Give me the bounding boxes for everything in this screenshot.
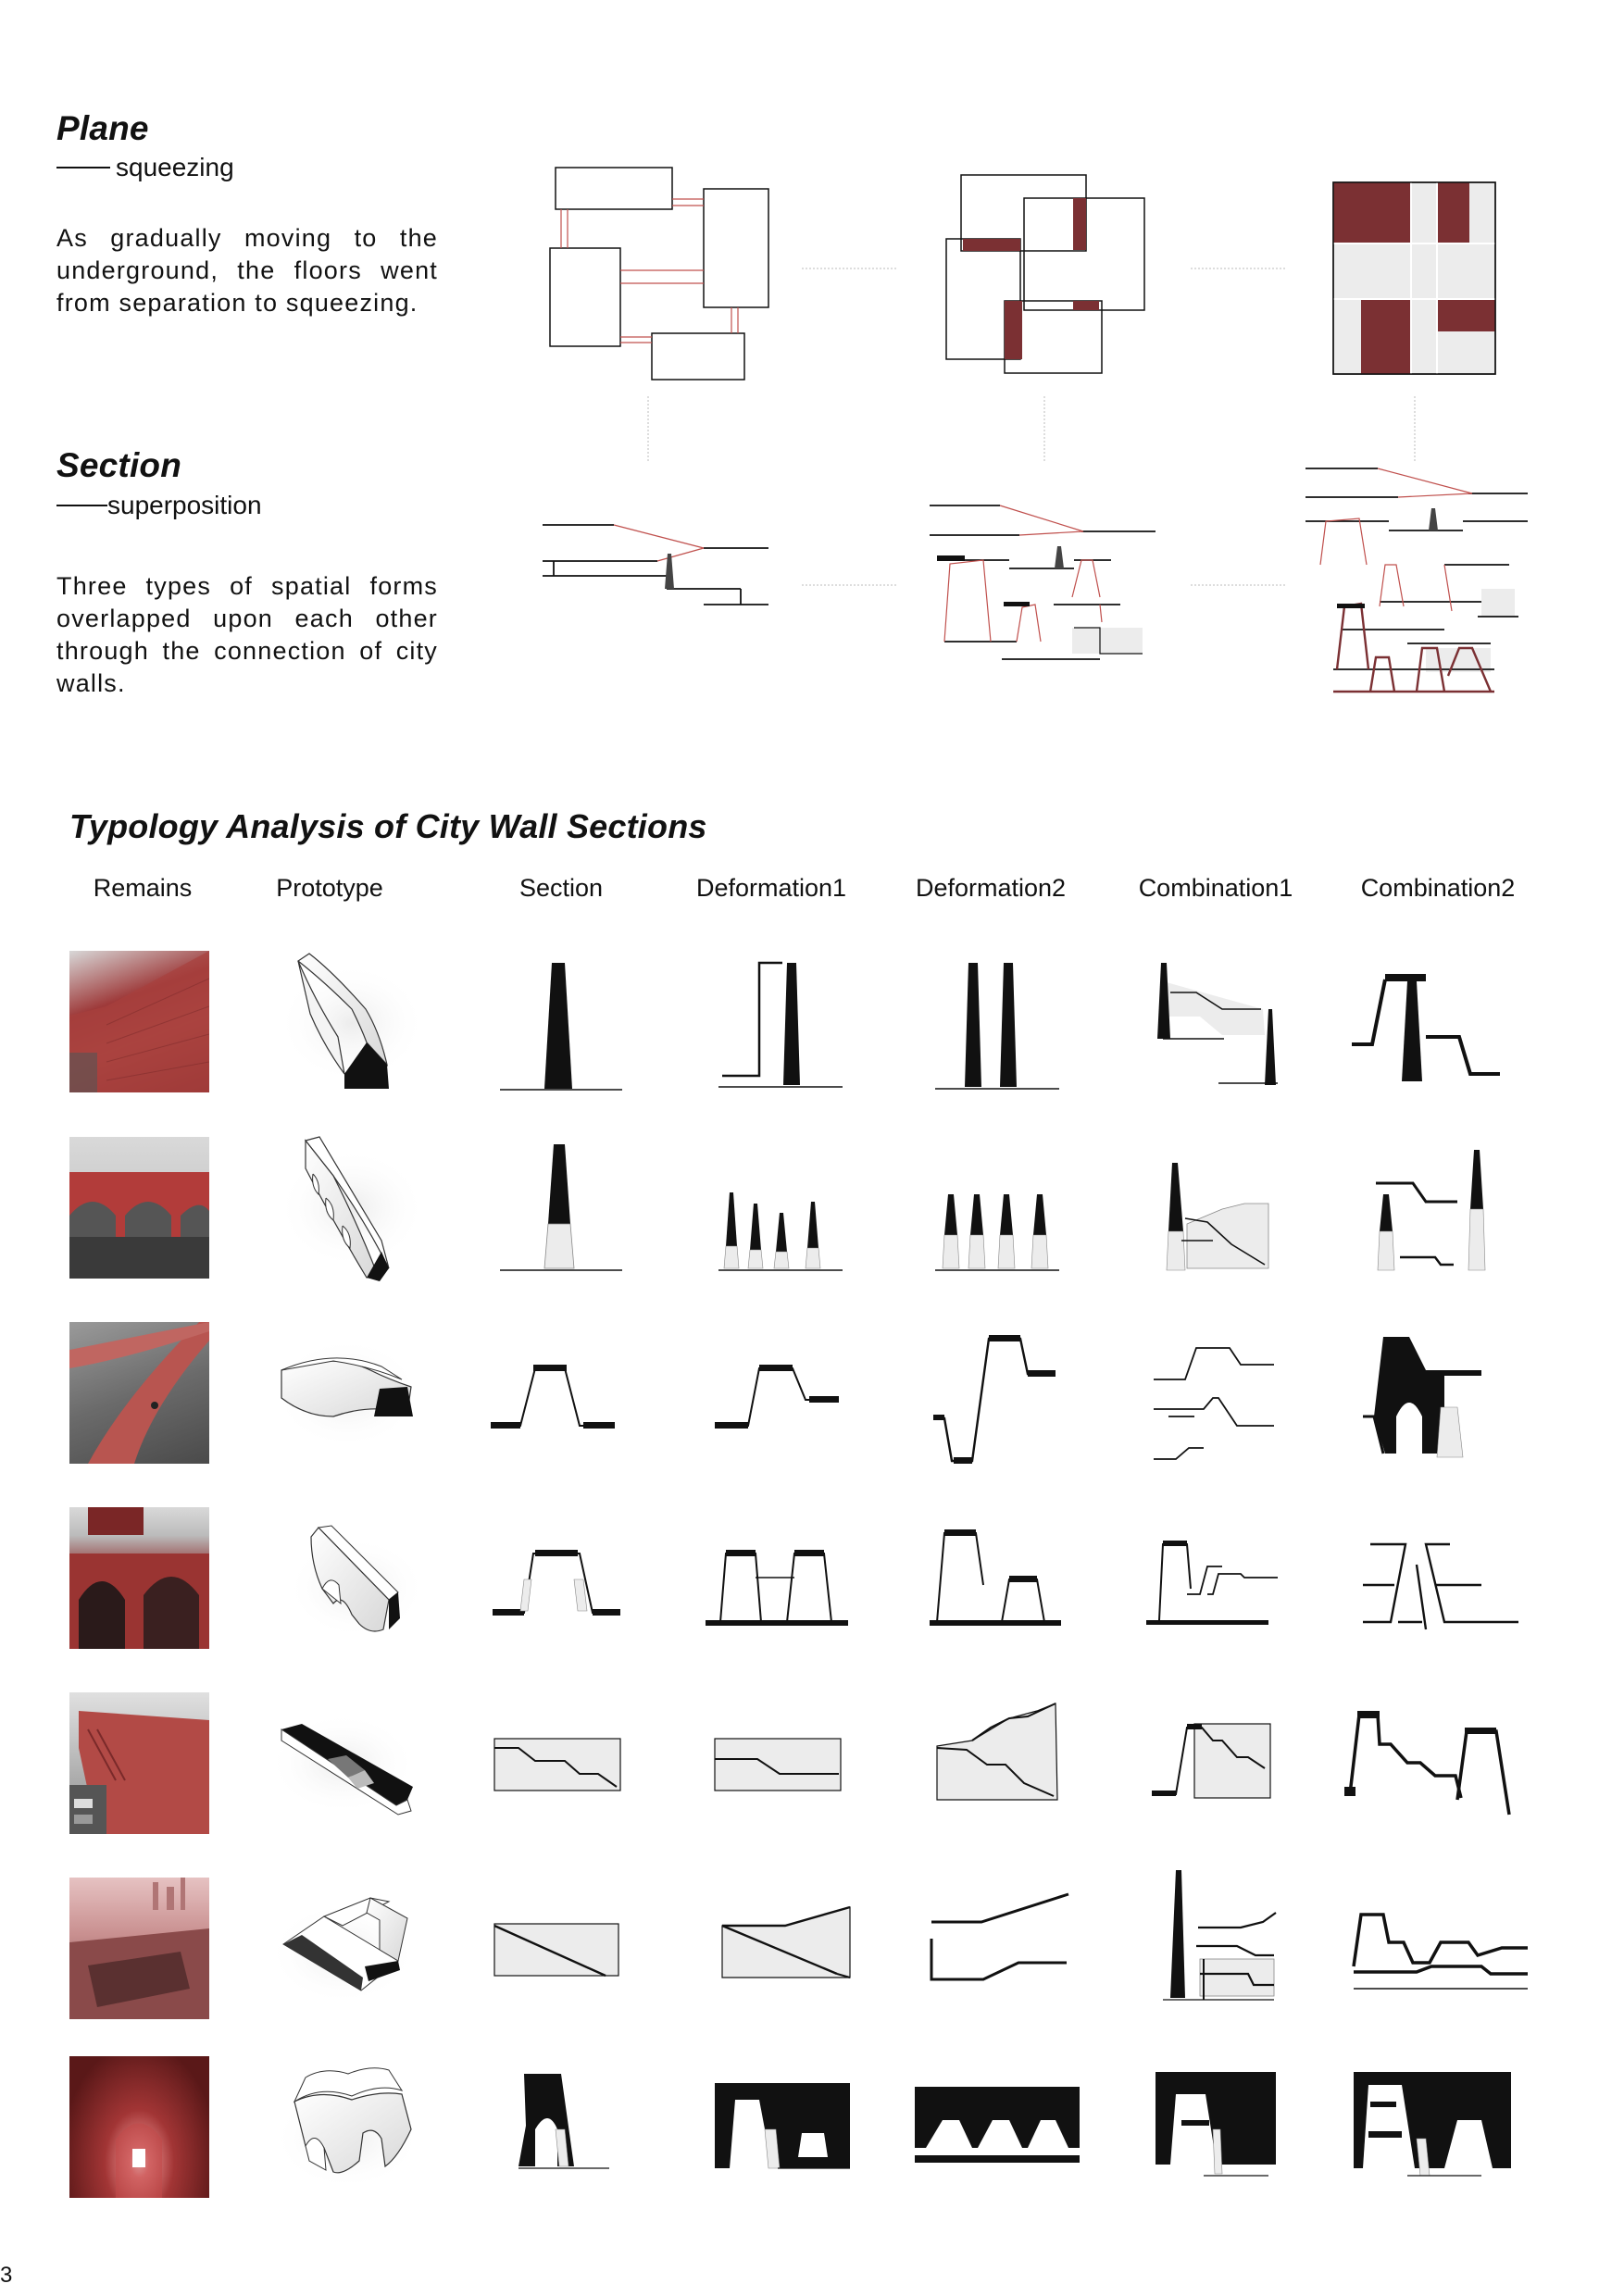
row-3	[273, 1335, 1481, 1464]
column-header-deformation1: Deformation1	[695, 874, 847, 902]
combination1-3	[1154, 1347, 1274, 1460]
prototype-4	[287, 1525, 426, 1639]
prototype-7	[273, 2067, 421, 2190]
prototype-2	[278, 1136, 426, 1281]
section-diagram-1	[543, 524, 768, 605]
prototype-5	[269, 1713, 417, 1816]
combination2-4	[1363, 1542, 1518, 1630]
column-header-section: Section	[518, 874, 604, 902]
deformation2-7	[915, 2087, 1080, 2163]
dash-line	[56, 167, 110, 168]
combination1-2	[1166, 1163, 1269, 1271]
deformation1-6	[721, 1905, 851, 1978]
plane-description: As gradually moving to the underground, …	[56, 224, 438, 317]
section-title: Section	[56, 446, 182, 484]
combination2-6	[1352, 1913, 1528, 1990]
deformation1-1	[718, 961, 843, 1088]
plane-section-diagrams	[543, 167, 1528, 693]
deformation2-6	[930, 1892, 1069, 1981]
plane-diagram-overlapping	[945, 174, 1145, 374]
remains-photo-path	[69, 1322, 209, 1464]
section-3	[491, 1365, 615, 1429]
deformation2-5	[936, 1703, 1058, 1801]
combination2-3	[1363, 1337, 1481, 1458]
combination1-6	[1163, 1870, 1277, 2001]
plane-diagram-separated	[549, 167, 769, 381]
remains-photo-tunnel	[69, 2056, 209, 2198]
row-5	[269, 1703, 1511, 1816]
remains-photo-gate	[69, 1507, 209, 1649]
combination1-4	[1146, 1541, 1278, 1625]
row-4	[287, 1525, 1518, 1639]
prototype-6	[269, 1897, 417, 2004]
plane-subtitle-text: squeezing	[116, 153, 234, 181]
section-2	[500, 1144, 622, 1271]
dash-line	[56, 505, 107, 506]
section-1	[500, 963, 622, 1091]
combination1-5	[1152, 1723, 1271, 1799]
deformation1-4	[706, 1550, 848, 1626]
deformation1-7	[715, 2083, 850, 2169]
row-2	[278, 1136, 1486, 1281]
section-5	[493, 1738, 621, 1791]
remains-photo-stairs	[69, 1692, 209, 1834]
page-number: 3	[0, 2263, 13, 2288]
column-header-remains: Remains	[93, 874, 193, 902]
section-4	[493, 1550, 620, 1616]
remains-photo-wall	[69, 951, 209, 1092]
row-6	[269, 1870, 1528, 2004]
deformation2-3	[933, 1335, 1056, 1464]
section-subtitle-text: superposition	[107, 491, 262, 519]
prototype-1	[278, 953, 426, 1089]
deformation2-2	[935, 1194, 1059, 1271]
section-diagram-2	[930, 505, 1156, 660]
deformation1-3	[715, 1365, 839, 1429]
combination2-1	[1352, 974, 1500, 1081]
section-subtitle: superposition	[56, 491, 262, 520]
section-diagram-3	[1305, 468, 1528, 693]
combination2-2	[1376, 1150, 1486, 1271]
row-7	[273, 2067, 1511, 2190]
combination1-7	[1156, 2072, 1276, 2177]
column-header-prototype: Prototype	[276, 874, 383, 902]
prototype-3	[273, 1338, 421, 1449]
section-7	[518, 2074, 609, 2169]
section-6	[493, 1923, 619, 1978]
deformation1-2	[718, 1192, 843, 1271]
combination1-1	[1157, 963, 1278, 1085]
plane-subtitle: squeezing	[56, 153, 234, 182]
plane-diagram-squeezed	[1332, 181, 1496, 375]
combination2-5	[1344, 1711, 1511, 1816]
remains-photo-arches	[69, 1137, 209, 1279]
deformation1-5	[714, 1738, 842, 1791]
column-header-deformation2: Deformation2	[915, 874, 1067, 902]
plane-title: Plane	[56, 109, 149, 147]
deformation2-1	[935, 963, 1059, 1090]
row-1	[278, 953, 1500, 1091]
combination2-7	[1354, 2072, 1511, 2177]
vertical-connectors	[647, 396, 1416, 463]
deformation2-4	[930, 1529, 1061, 1626]
typology-title: Typology Analysis of City Wall Sections	[69, 807, 707, 845]
column-header-combination1: Combination1	[1138, 874, 1293, 902]
remains-photo-ruins	[69, 1878, 209, 2019]
column-header-combination2: Combination2	[1360, 874, 1516, 902]
section-description: Three types of spatial forms overlapped …	[56, 572, 438, 697]
